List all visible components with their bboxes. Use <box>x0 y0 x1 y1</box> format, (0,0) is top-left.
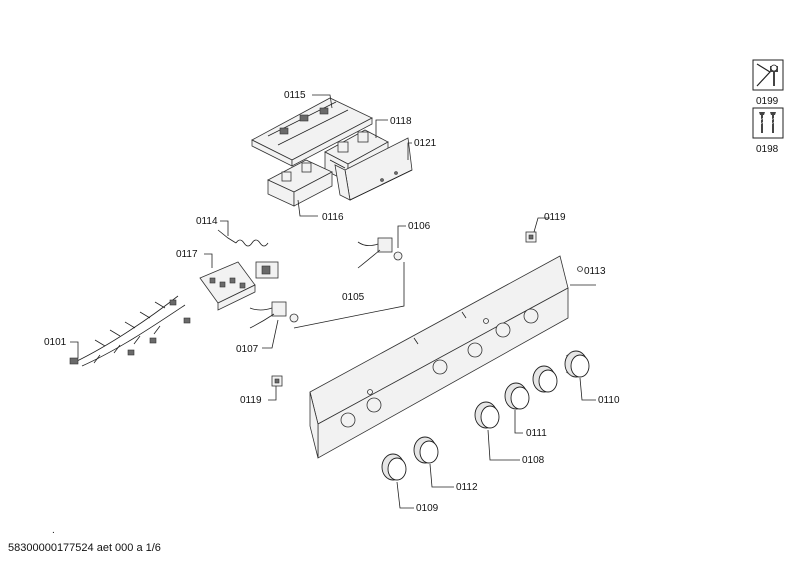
label-0198: 0198 <box>756 144 779 155</box>
label-0111: 0111 <box>526 428 547 439</box>
knob-0108[interactable] <box>474 401 500 429</box>
knob-0111b[interactable] <box>504 382 530 410</box>
label-0109: 0109 <box>416 503 439 514</box>
label-0115: 0115 <box>284 90 306 101</box>
footer-dot: . <box>52 525 55 536</box>
label-0101: 0101 <box>44 337 67 348</box>
label-0105: 0105 <box>342 292 365 303</box>
part-0113-control-panel[interactable] <box>309 255 583 459</box>
label-0116: 0116 <box>322 212 344 223</box>
screws-icon <box>752 107 784 139</box>
part-0106-switch[interactable] <box>357 237 403 269</box>
label-0112: 0112 <box>456 482 478 493</box>
knob-0110[interactable] <box>564 350 590 378</box>
knob-0111a[interactable] <box>532 365 558 393</box>
label-0119-top: 0119 <box>544 212 566 223</box>
part-0116-relay-block[interactable] <box>267 159 333 207</box>
label-0117: 0117 <box>176 249 198 260</box>
label-0114: 0114 <box>196 216 218 227</box>
label-0107: 0107 <box>236 344 259 355</box>
label-0199: 0199 <box>756 96 779 107</box>
label-0106: 0106 <box>408 221 431 232</box>
part-0119-clip-top[interactable] <box>525 231 537 243</box>
part-0114-spring-sensor[interactable] <box>217 229 279 279</box>
label-0118: 0118 <box>390 116 412 127</box>
part-0117-terminal-block[interactable] <box>199 261 256 311</box>
part-0101-wiring-harness[interactable] <box>69 295 191 367</box>
part-0107-switch[interactable] <box>249 301 299 329</box>
document-id: 58300000177524 aet 000 a 1/6 <box>8 542 161 554</box>
label-0121: 0121 <box>414 138 437 149</box>
wrench-tool-icon <box>752 59 784 91</box>
knob-0109[interactable] <box>381 453 407 481</box>
part-0121-cover-box[interactable] <box>334 137 413 201</box>
label-0108: 0108 <box>522 455 545 466</box>
part-0119-clip-bottom[interactable] <box>271 375 283 387</box>
label-0119-bottom: 0119 <box>240 395 262 406</box>
part-0115-tray[interactable] <box>251 97 373 167</box>
label-0110: 0110 <box>598 395 620 406</box>
leader-lines <box>70 94 596 509</box>
knob-0112[interactable] <box>413 436 439 464</box>
label-0113: 0113 <box>584 266 606 277</box>
